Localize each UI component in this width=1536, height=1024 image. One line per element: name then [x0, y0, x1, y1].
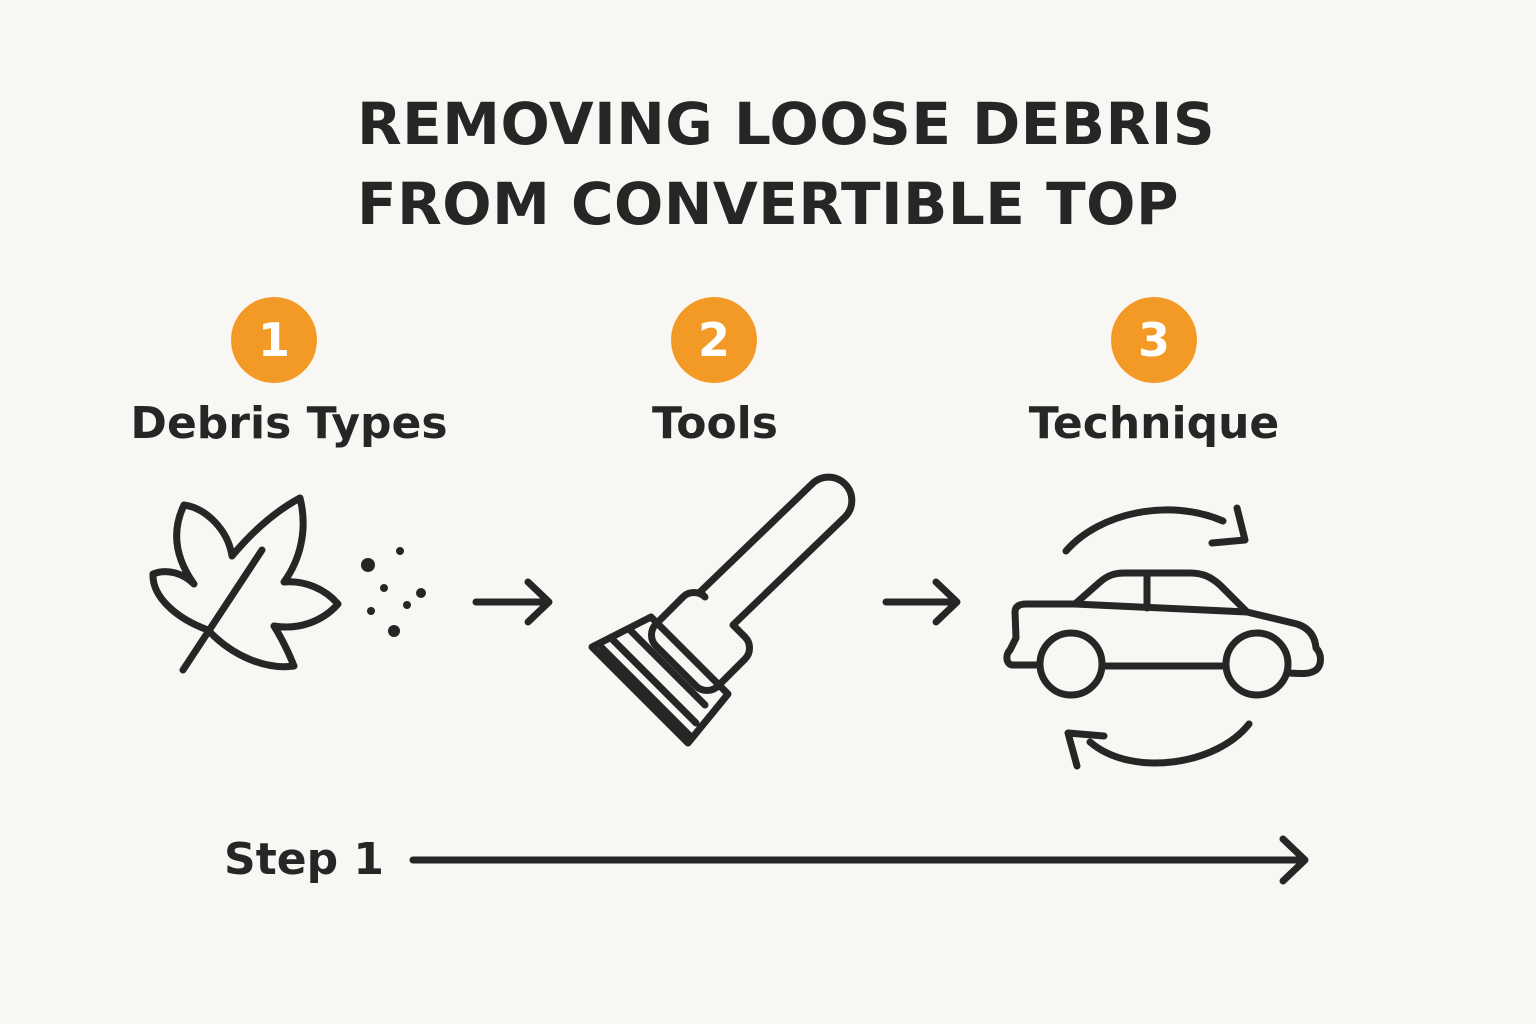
step-3-label: Technique [1028, 398, 1280, 449]
debris-particles-icon [361, 547, 426, 637]
step-2-badge: 2 [671, 297, 757, 383]
arrow-right-icon [472, 578, 553, 626]
brush-icon [588, 473, 856, 747]
car-rotate-icon [1003, 504, 1324, 770]
title-line-1: REMOVING LOOSE DEBRIS [357, 90, 1216, 158]
arrow-right-icon [882, 578, 961, 626]
title-line-2: FROM CONVERTIBLE TOP [357, 170, 1179, 238]
step-1-label: Debris Types [130, 398, 448, 449]
leaf-icon [149, 494, 342, 674]
timeline-label: Step 1 [224, 834, 384, 885]
timeline-arrow [409, 835, 1309, 885]
step-1-badge: 1 [231, 297, 317, 383]
page-title: REMOVING LOOSE DEBRIS FROM CONVERTIBLE T… [357, 84, 1215, 244]
step-2-label: Tools [652, 398, 778, 449]
step-3-badge: 3 [1111, 297, 1197, 383]
